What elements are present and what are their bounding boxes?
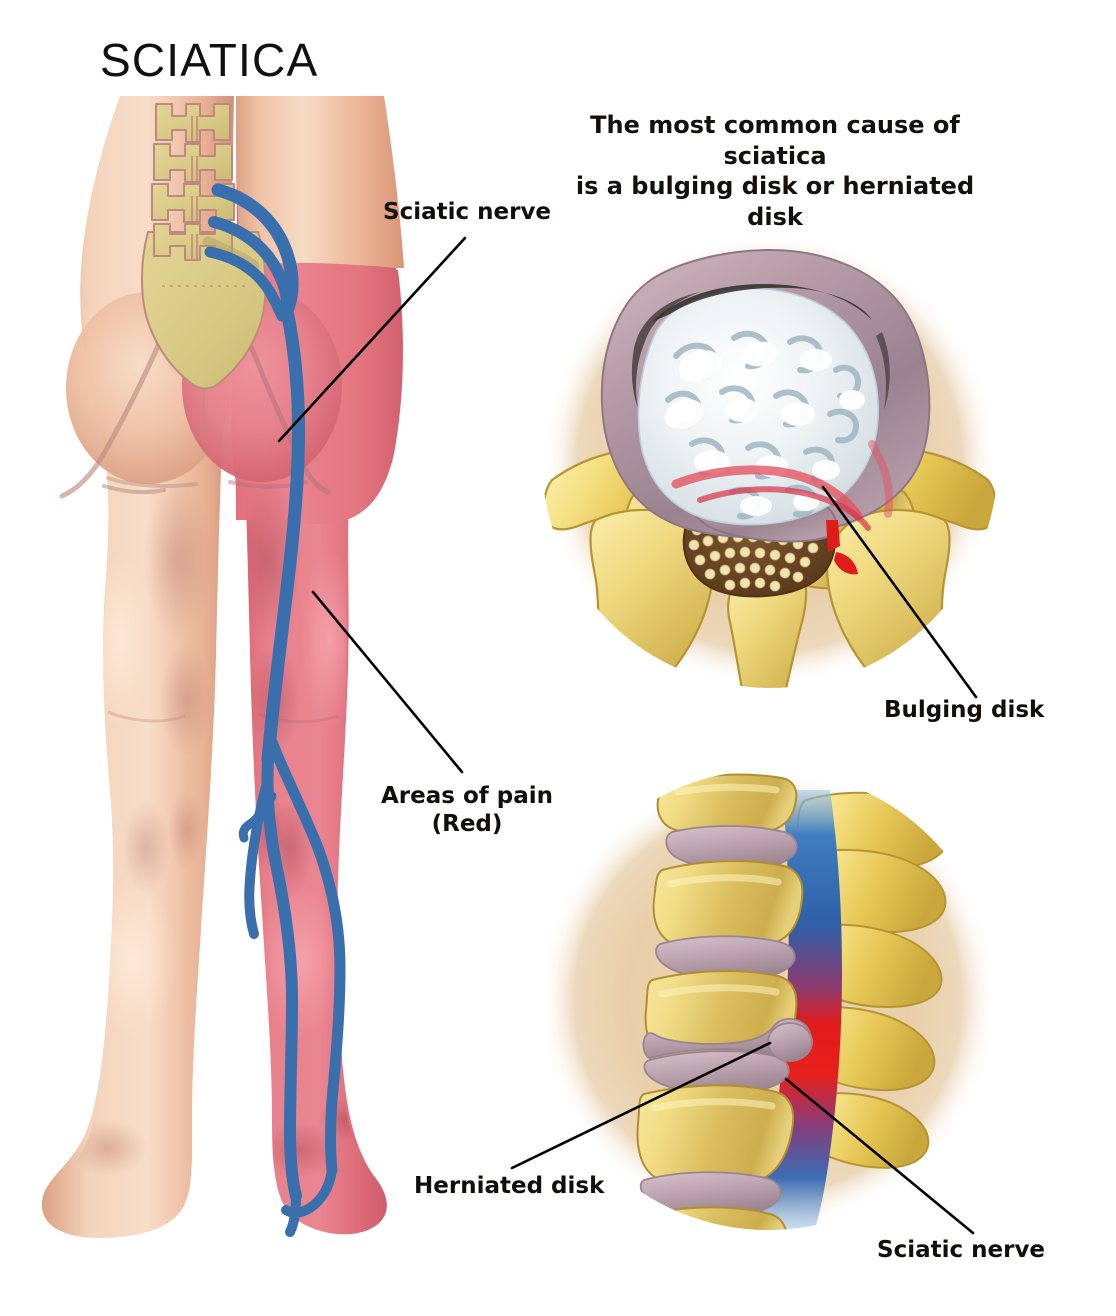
compression-streak-2	[697, 486, 871, 531]
label-areas-of-pain-line-2: (Red)	[431, 811, 503, 838]
disk-dark-gap	[652, 284, 872, 322]
label-sciatic-nerve-leg: Sciatic nerve	[383, 199, 552, 225]
nerve-trunk	[261, 299, 305, 767]
leader-herniated-disk	[510, 1041, 772, 1170]
caption-line-1: The most common cause of sciatica	[590, 111, 960, 170]
gluteal-fold-left	[59, 315, 173, 499]
body-figure	[41, 96, 404, 1238]
vertebra-highlights	[650, 783, 782, 1112]
disk-dark-gap-2	[631, 292, 700, 408]
label-sciatic-nerve-spine: Sciatic nerve	[877, 1237, 1046, 1263]
nerve-branch-hook	[238, 791, 277, 843]
inset-bulging-disk	[542, 232, 998, 688]
disk-dark-gap-3	[876, 332, 890, 410]
waist-crease	[102, 484, 166, 495]
leader-sciatic-nerve-spine	[784, 1077, 975, 1235]
knee-crease-left	[107, 710, 187, 723]
leader-sciatic-nerve-leg	[277, 236, 467, 443]
vertebra-l1	[155, 103, 231, 143]
nerve-root-1	[211, 183, 299, 315]
page-title: SCIATICA	[100, 34, 319, 86]
caption-line-2: is a bulging disk or herniated disk	[575, 172, 975, 232]
compression-streak-3	[868, 440, 894, 518]
vertebral-body-mass-right	[826, 508, 951, 688]
sciatic-nerve-path	[204, 183, 346, 1237]
compression-streak-1	[671, 465, 863, 521]
leader-areas-of-pain	[311, 590, 464, 774]
gluteal-fold-right	[237, 315, 331, 495]
disc-3-body	[643, 1050, 790, 1095]
header-caption: The most common cause of sciatica is a b…	[545, 110, 1005, 233]
vertebra-l2	[153, 143, 233, 183]
lumbar-spine-posterior	[141, 103, 267, 390]
nerve-peroneal	[266, 736, 346, 1176]
knee-crease-right	[257, 712, 339, 724]
vertebra-l3	[151, 183, 235, 223]
label-herniated-disk: Herniated disk	[414, 1173, 605, 1199]
leader-bulging-disk	[821, 485, 978, 699]
inset-herniated-disk	[538, 770, 998, 1230]
nerve-root-compressed-2	[834, 552, 858, 575]
label-areas-of-pain: Areas of pain (Red)	[378, 782, 556, 838]
disc-1	[665, 825, 798, 871]
label-areas-of-pain-line-1: Areas of pain	[380, 783, 554, 809]
herniation-nub	[767, 1022, 813, 1062]
sacrum	[141, 231, 267, 390]
nerve-foot-lateral	[281, 1165, 337, 1218]
nerve-root-3	[204, 246, 288, 322]
nucleus-highlights	[664, 341, 865, 516]
leader-lines	[277, 236, 978, 1235]
label-bulging-disk: Bulging disk	[884, 697, 1045, 723]
nerve-tibial	[261, 754, 302, 1202]
disc-2	[655, 935, 796, 981]
nerve-root-compressed	[826, 520, 840, 552]
